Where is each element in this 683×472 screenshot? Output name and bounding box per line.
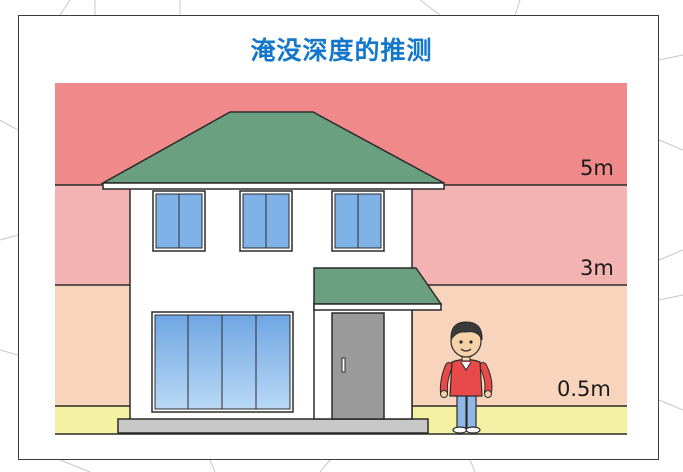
door — [331, 312, 385, 420]
level-label-3m: 3m — [580, 256, 614, 280]
large-window — [151, 311, 294, 413]
door-handle — [341, 357, 346, 373]
person-figure — [439, 321, 493, 434]
upper-window-middle — [239, 190, 293, 252]
house-foundation — [117, 418, 429, 434]
upper-window-left — [152, 190, 206, 252]
upper-window-right — [331, 190, 385, 252]
porch-roof-edge — [313, 303, 442, 311]
diagram-title: 淹没深度的推测 — [250, 36, 433, 65]
roof-eave — [102, 182, 445, 190]
house — [100, 111, 445, 434]
level-label-0.5m: 0.5m — [557, 377, 611, 401]
level-label-5m: 5m — [580, 156, 614, 180]
